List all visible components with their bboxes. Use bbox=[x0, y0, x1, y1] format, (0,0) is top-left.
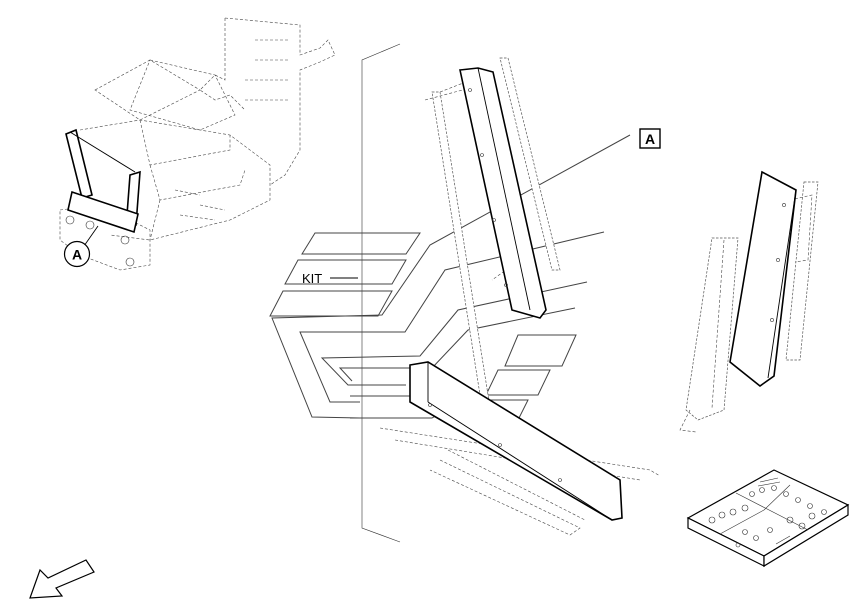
horizontal-strip-assembly bbox=[379, 361, 661, 536]
machine-overview bbox=[59, 17, 336, 271]
callout-label-left: A bbox=[72, 247, 82, 263]
hardware-kit-box bbox=[686, 469, 850, 568]
kit-label: KIT bbox=[302, 271, 358, 286]
side-strip-assembly bbox=[679, 170, 819, 433]
vertical-strip-assembly bbox=[424, 57, 561, 421]
orientation-arrow-icon bbox=[29, 559, 95, 599]
callout-label-right: A bbox=[645, 131, 655, 147]
detail-callout-left[interactable]: A bbox=[63, 225, 99, 268]
detail-callout-right[interactable]: A bbox=[639, 128, 661, 149]
frame-boundary bbox=[361, 43, 401, 543]
kit-label-text: KIT bbox=[302, 271, 322, 286]
